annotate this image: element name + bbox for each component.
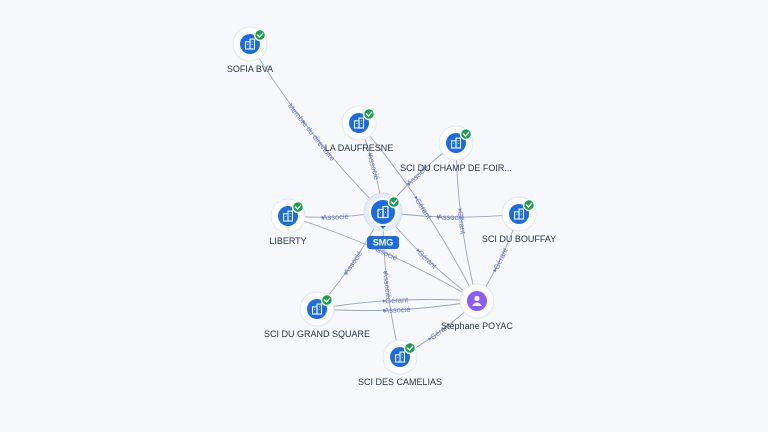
company-icon [394, 351, 406, 363]
node-label: SCI DU GRAND SQUARE [264, 329, 370, 339]
edge-line [358, 122, 478, 302]
edge-label: Associé [342, 249, 364, 276]
verified-check-icon [387, 195, 401, 209]
edge-line [316, 298, 478, 310]
edge-label: Associé [381, 271, 393, 298]
node-label: SCI DU CHAMP DE FOIR... [400, 163, 512, 173]
edge-label: Associé [438, 212, 464, 221]
verified-check-icon [459, 127, 473, 141]
company-icon [311, 303, 323, 315]
node-poyac[interactable]: Stéphane POYAC [441, 283, 513, 331]
node-label: SCI DES CAMELIAS [358, 377, 442, 387]
verified-check-icon [362, 107, 376, 121]
edge-arrow-icon [301, 119, 305, 124]
edge-arrow-icon [383, 270, 388, 275]
node-grandsquare[interactable]: SCI DU GRAND SQUARE [264, 291, 370, 339]
edge-arrow-icon [414, 195, 418, 200]
node-label: SOFIA BVA [227, 64, 273, 74]
edge-arrow-icon [492, 268, 497, 273]
company-icon [353, 117, 365, 129]
node-bouffay[interactable]: SCI DU BOUFFAY [482, 196, 556, 244]
company-icon [513, 208, 525, 220]
node-label: LA DAUFRESNE [325, 143, 394, 153]
edge-label: Gérant [492, 246, 510, 271]
edge-label: Gérant [456, 211, 468, 236]
edge-label: Gérant [413, 196, 434, 221]
node-camelias[interactable]: SCI DES CAMELIAS [358, 339, 442, 387]
node-daufresne[interactable]: LA DAUFRESNE [325, 105, 394, 153]
edge-grandsquare-poyac[interactable]: Associé [316, 300, 478, 315]
verified-check-icon [320, 293, 334, 307]
edge-arrow-icon [427, 337, 432, 342]
verified-check-icon [403, 341, 417, 355]
edge-arrow-icon [415, 248, 420, 252]
nodes-layer: SOFIA BVA LA DAUFRESNE SCI DU CHAMP DE FOI… [227, 26, 556, 387]
edge-line [316, 300, 478, 312]
verified-check-icon [522, 198, 536, 212]
node-champ[interactable]: SCI DU CHAMP DE FOIR... [400, 125, 512, 173]
edge-arrow-icon [368, 152, 372, 157]
edge-line [455, 142, 478, 302]
verified-check-icon [291, 200, 305, 214]
center-label-bg [367, 236, 399, 249]
verified-check-icon [253, 28, 267, 42]
edge-label: Membre du directoire [286, 101, 337, 162]
edge-label: Associé [366, 153, 382, 181]
node-label: Stéphane POYAC [441, 321, 513, 331]
edge-arrow-icon [321, 215, 325, 220]
edge-arrow-icon [458, 208, 462, 212]
company-icon [377, 205, 389, 219]
edge-smg-camelias[interactable]: Associé [381, 211, 401, 358]
edge-line [287, 215, 478, 302]
edge-label: Associé [384, 305, 411, 315]
node-liberty[interactable]: LIBERTY [269, 198, 307, 246]
person-icon [472, 295, 482, 306]
edge-line [249, 43, 384, 213]
edge-grandsquare-poyac[interactable]: Gérant [316, 295, 478, 310]
center-label: SMG [373, 238, 394, 248]
edge-arrow-icon [382, 299, 386, 303]
node-label: LIBERTY [269, 236, 306, 246]
edge-smg-bouffay[interactable]: Associé [382, 211, 520, 222]
edge-label: Associé [322, 212, 349, 222]
company-icon [282, 210, 294, 222]
edge-arrow-icon [383, 308, 387, 313]
edge-arrow-icon [436, 215, 440, 219]
node-label: SCI DU BOUFFAY [482, 234, 556, 244]
company-icon [244, 38, 256, 50]
edge-label: Gérant [385, 295, 409, 305]
edge-arrow-icon [343, 271, 347, 276]
company-icon [450, 137, 462, 149]
edge-champ-poyac[interactable]: Gérant [455, 142, 478, 302]
node-smg[interactable]: SMG [363, 192, 403, 249]
node-sofia[interactable]: SOFIA BVA [227, 26, 273, 74]
